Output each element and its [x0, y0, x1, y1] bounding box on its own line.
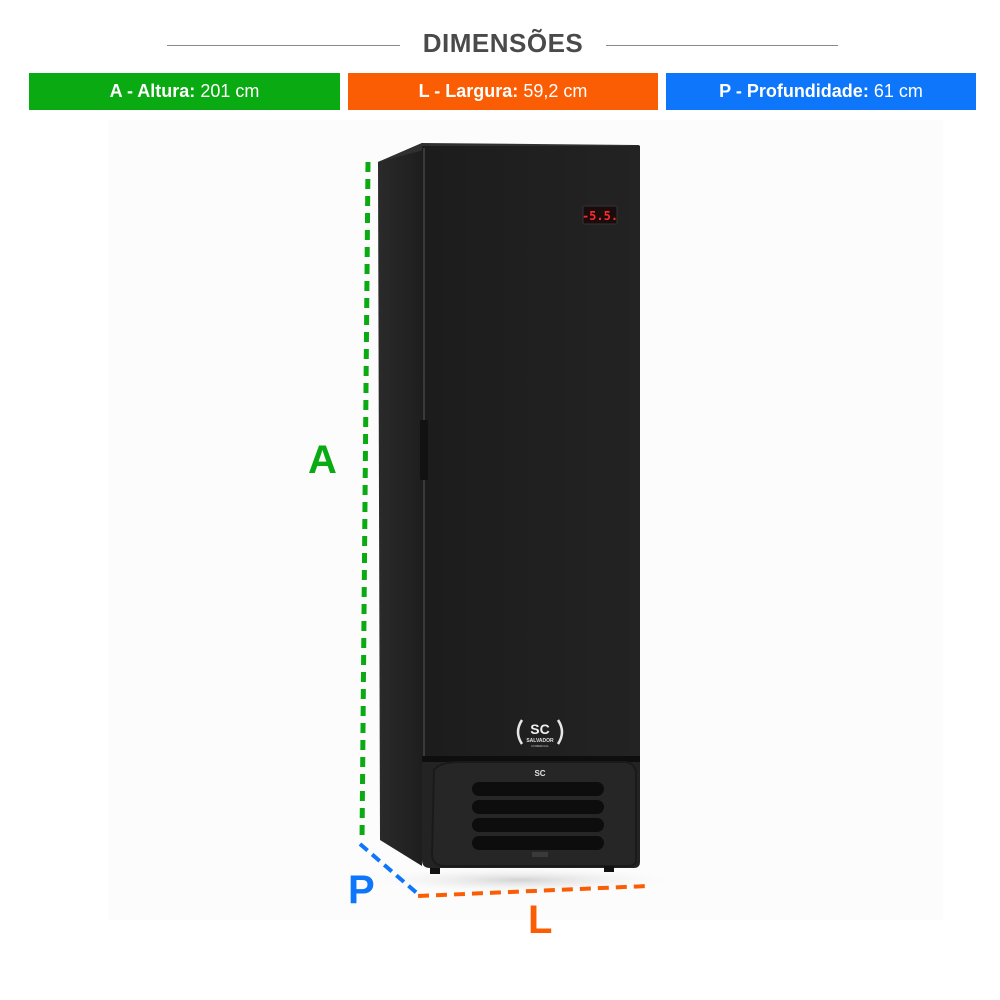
profundidade-value: 61 cm	[873, 81, 923, 101]
profundidade-label: P - Profundidade:	[719, 81, 869, 101]
width-letter: L	[528, 898, 553, 942]
depth-letter: P	[348, 868, 375, 912]
title-row: DIMENSÕES	[0, 28, 1000, 64]
door-handle	[420, 420, 428, 480]
depth-dimension-line	[358, 842, 420, 896]
logo-mark: SC	[530, 721, 549, 737]
altura-label: A - Altura:	[109, 81, 196, 101]
foot-right	[604, 866, 614, 872]
profundidade-badge: P - Profundidade: 61 cm	[666, 73, 976, 110]
grille-logo: SC	[534, 769, 545, 778]
width-dimension-line	[417, 884, 649, 898]
largura-label: L - Largura:	[418, 81, 519, 101]
height-letter: A	[308, 438, 337, 482]
base-gap	[422, 756, 640, 762]
largura-badge: L - Largura: 59,2 cm	[348, 73, 658, 110]
logo-name: SALVADOR	[526, 738, 554, 744]
logo-sub: COMERCIAL	[531, 744, 549, 748]
altura-value: 201 cm	[200, 81, 260, 101]
cabinet-side-panel	[378, 143, 422, 866]
digital-display	[582, 205, 618, 225]
largura-value: 59,2 cm	[523, 81, 588, 101]
title-divider-right	[606, 45, 838, 46]
title-divider-left	[167, 45, 400, 46]
foot-left	[430, 868, 440, 874]
display-readout: -5.5.	[582, 209, 618, 223]
brand-logo: SC SALVADOR COMERCIAL	[516, 719, 564, 748]
altura-badge: A - Altura: 201 cm	[29, 73, 340, 110]
grille-label	[532, 852, 548, 857]
height-dimension-line	[359, 161, 371, 843]
grille-slats	[472, 782, 604, 850]
cabinet-door	[422, 146, 640, 756]
page-title: DIMENSÕES	[422, 28, 584, 58]
